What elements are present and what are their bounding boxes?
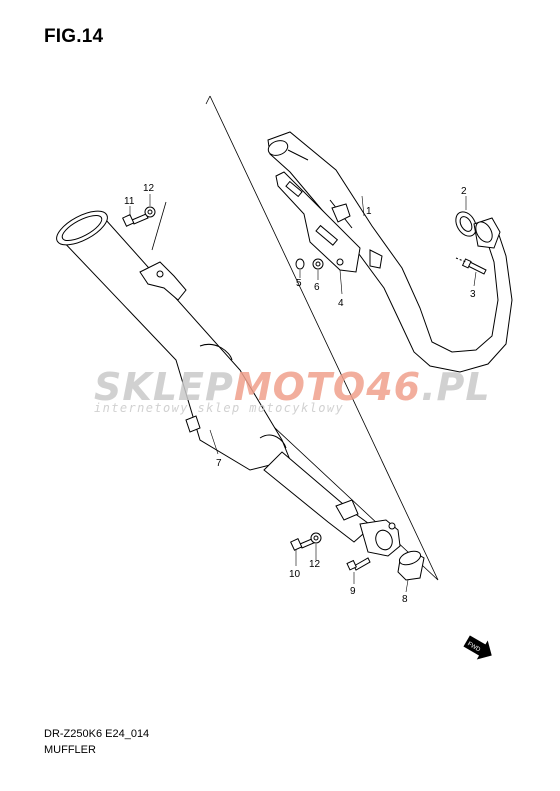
watermark-brand-46: 46 bbox=[365, 365, 421, 409]
callout-7: 7 bbox=[216, 458, 222, 469]
callout-3: 3 bbox=[470, 289, 476, 300]
bolt-3 bbox=[455, 257, 487, 275]
callout-10: 10 bbox=[289, 569, 301, 580]
washer-12-lower bbox=[310, 532, 322, 544]
watermark-tagline: internetowy sklep motocyklowy bbox=[94, 401, 344, 415]
callout-1: 1 bbox=[366, 206, 372, 217]
callout-5: 5 bbox=[296, 278, 302, 289]
exhaust-pipe bbox=[267, 131, 513, 373]
watermark: SKLEPMOTO46.PL internetowy sklep motocyk… bbox=[94, 365, 491, 415]
diagram-name: MUFFLER bbox=[44, 744, 96, 756]
callout-8: 8 bbox=[402, 594, 408, 605]
callout-11: 11 bbox=[124, 196, 135, 207]
watermark-brand-sklep: SKLEP bbox=[94, 365, 234, 409]
watermark-brand-moto: MOTO bbox=[234, 365, 366, 409]
figure-title: FIG.14 bbox=[44, 26, 104, 47]
svg-text:SKLEPMOTO46.PL: SKLEPMOTO46.PL bbox=[94, 365, 491, 409]
callout-9: 9 bbox=[350, 586, 356, 597]
watermark-brand-pl: .PL bbox=[421, 365, 491, 409]
washer-12-upper bbox=[144, 206, 156, 218]
callout-12-upper: 12 bbox=[143, 183, 155, 194]
bolt-11 bbox=[122, 213, 149, 227]
rubber-cushion-5 bbox=[295, 258, 305, 270]
muffler-body bbox=[56, 210, 373, 543]
fwd-arrow-icon: FWD bbox=[463, 635, 492, 660]
callout-2: 2 bbox=[461, 186, 467, 197]
washer-6 bbox=[312, 258, 324, 270]
callout-labels: 1 2 3 4 5 6 7 8 9 10 11 12 12 bbox=[124, 183, 476, 605]
muffler-outlet bbox=[359, 519, 401, 557]
callout-12-lower: 12 bbox=[309, 559, 321, 570]
leader-lines bbox=[129, 194, 477, 593]
muffler-gasket bbox=[397, 550, 425, 581]
exhaust-gasket bbox=[455, 211, 501, 249]
bolt-9 bbox=[346, 557, 371, 571]
callout-4: 4 bbox=[338, 298, 344, 309]
callout-6: 6 bbox=[314, 282, 320, 293]
diagram-code: DR-Z250K6 E24_014 bbox=[44, 728, 150, 740]
